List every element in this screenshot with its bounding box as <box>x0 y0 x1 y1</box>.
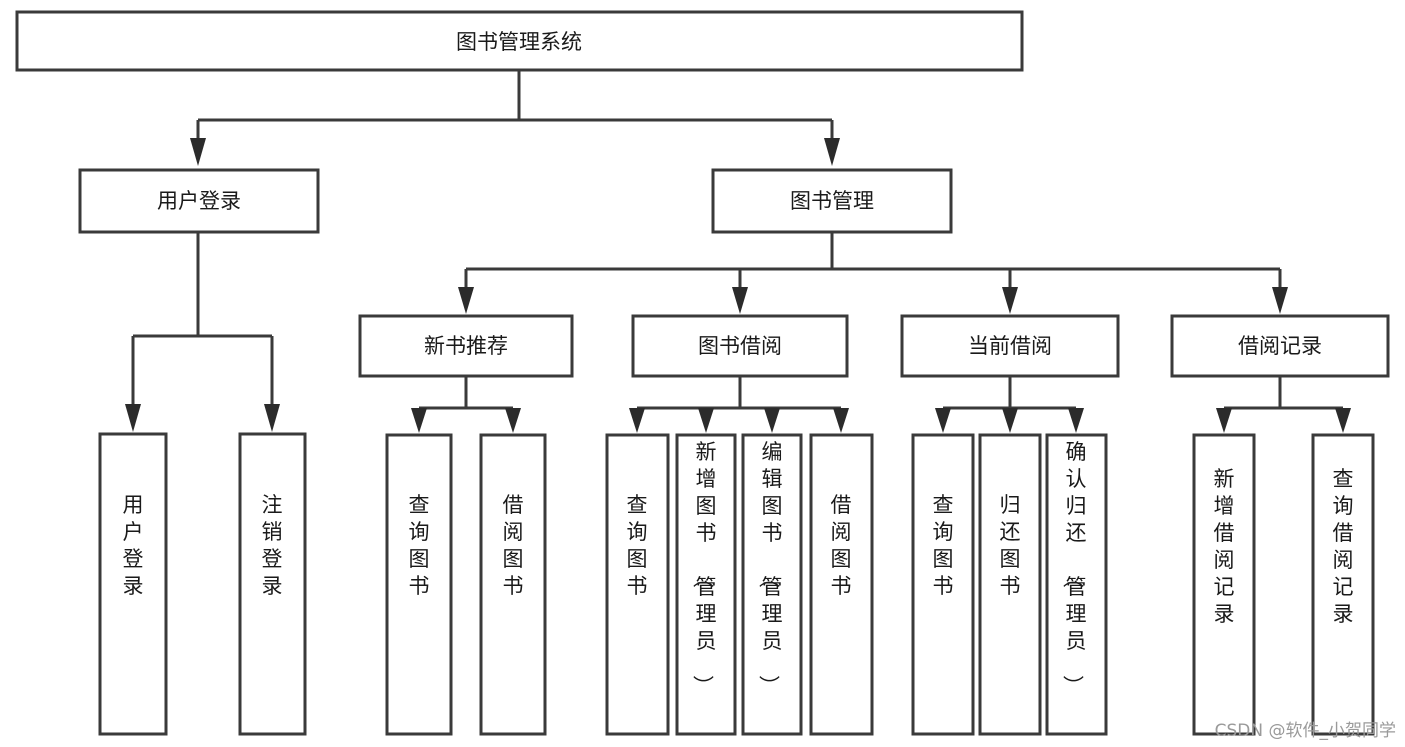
node-borrow-record-box[interactable] <box>1170 314 1390 378</box>
node-user-login-box[interactable] <box>78 168 320 234</box>
arrow-head-leaf-user-login <box>125 404 141 432</box>
leaf-edit-book-label: 编辑图书（管理员） <box>757 440 783 696</box>
leaf-borrow-book-1-label: 借阅图书 <box>503 493 524 598</box>
leaf-borrow-book-2-label: 借阅图书 <box>831 493 852 598</box>
leaf-confirm-return-box[interactable] <box>1045 433 1108 736</box>
node-book-borrow-box[interactable] <box>631 314 849 378</box>
node-book-manage-box[interactable] <box>711 168 953 234</box>
arrow-head-leaf-add-book <box>698 408 714 433</box>
node-new-book-recommend-box[interactable] <box>358 314 574 378</box>
arrow-head-current-borrow <box>1002 287 1018 314</box>
arrow-head-leaf-query-book-1 <box>411 408 427 433</box>
leaf-return-book-label: 归还图书 <box>1000 493 1021 598</box>
arrow-head-leaf-query-book-2 <box>629 408 645 433</box>
leaf-borrow-book-1-box[interactable] <box>479 433 547 736</box>
leaf-confirm-return[interactable]: 确认归还（管理员） <box>1045 433 1108 736</box>
leaf-borrow-book-2-box[interactable] <box>809 433 874 736</box>
node-current-borrow[interactable]: 当前借阅 <box>900 314 1120 378</box>
leaf-query-record[interactable]: 查询借阅记录 <box>1311 433 1375 736</box>
leaf-query-book-3-box[interactable] <box>911 433 975 736</box>
leaf-borrow-book-2[interactable]: 借阅图书 <box>809 433 874 736</box>
leaf-return-book-box[interactable] <box>978 433 1042 736</box>
leaf-user-login-label: 用户登录 <box>123 493 144 598</box>
leaf-add-book-box[interactable] <box>675 433 737 736</box>
arrow-head-leaf-edit-book <box>764 408 780 433</box>
node-user-login-label: 用户登录 <box>157 189 241 213</box>
node-current-borrow-label: 当前借阅 <box>968 334 1052 358</box>
leaf-confirm-return-label: 确认归还（管理员） <box>1061 440 1087 696</box>
leaf-query-book-1-box[interactable] <box>385 433 453 736</box>
leaf-edit-book-box[interactable] <box>741 433 803 736</box>
arrow-head-leaf-return-book <box>1002 408 1018 433</box>
arrow-head-leaf-add-record <box>1216 408 1232 433</box>
arrow-head-book-manage <box>824 138 840 166</box>
leaf-query-book-3[interactable]: 查询图书 <box>911 433 975 736</box>
leaf-query-book-2[interactable]: 查询图书 <box>605 433 670 736</box>
node-book-borrow[interactable]: 图书借阅 <box>631 314 849 378</box>
arrow-head-borrow-record <box>1272 287 1288 314</box>
node-borrow-record-label: 借阅记录 <box>1238 334 1322 358</box>
leaf-user-logout-label: 注销登录 <box>262 493 283 598</box>
leaf-query-record-label: 查询借阅记录 <box>1333 467 1354 626</box>
node-new-book-recommend-label: 新书推荐 <box>424 334 508 358</box>
leaf-query-book-2-label: 查询图书 <box>627 493 648 598</box>
arrow-head-leaf-user-logout <box>264 404 280 432</box>
leaf-user-logout-box[interactable] <box>238 432 307 736</box>
leaf-user-login-box[interactable] <box>98 432 168 736</box>
node-user-login[interactable]: 用户登录 <box>78 168 320 234</box>
node-root-box[interactable] <box>15 10 1024 72</box>
leaf-add-record-label: 新增借阅记录 <box>1214 467 1235 626</box>
arrow-head-leaf-borrow-book-1 <box>505 408 521 433</box>
node-current-borrow-box[interactable] <box>900 314 1120 378</box>
leaf-user-login[interactable]: 用户登录 <box>98 432 168 736</box>
node-new-book-recommend[interactable]: 新书推荐 <box>358 314 574 378</box>
leaf-query-book-1-label: 查询图书 <box>409 493 430 598</box>
arrow-head-leaf-query-record <box>1335 408 1351 433</box>
arrow-head-user-login <box>190 138 206 166</box>
node-root[interactable]: 图书管理系统 <box>15 10 1024 72</box>
arrow-head-leaf-borrow-book-2 <box>833 408 849 433</box>
node-borrow-record[interactable]: 借阅记录 <box>1170 314 1390 378</box>
leaf-add-record-box[interactable] <box>1192 433 1256 736</box>
arrow-head-new-book-recommend <box>458 287 474 314</box>
leaf-query-book-2-box[interactable] <box>605 433 670 736</box>
leaf-add-record[interactable]: 新增借阅记录 <box>1192 433 1256 736</box>
leaf-add-book[interactable]: 新增图书（管理员） <box>675 433 737 736</box>
leaf-query-book-3-label: 查询图书 <box>933 493 954 598</box>
csdn-watermark: CSDN @软件_小贺同学 <box>1215 721 1396 741</box>
arrow-head-leaf-confirm-return <box>1068 408 1084 433</box>
leaf-add-book-label: 新增图书（管理员） <box>691 440 717 696</box>
leaf-query-record-box[interactable] <box>1311 433 1375 736</box>
connector-layer <box>125 70 1351 433</box>
node-book-borrow-label: 图书借阅 <box>698 334 782 358</box>
node-book-manage-label: 图书管理 <box>790 189 874 213</box>
arrow-head-leaf-query-book-3 <box>935 408 951 433</box>
leaf-edit-book[interactable]: 编辑图书（管理员） <box>741 433 803 736</box>
node-root-label: 图书管理系统 <box>456 30 582 54</box>
leaf-borrow-book-1[interactable]: 借阅图书 <box>479 433 547 736</box>
arrow-head-book-borrow <box>732 287 748 314</box>
leaf-query-book-1[interactable]: 查询图书 <box>385 433 453 736</box>
node-book-manage[interactable]: 图书管理 <box>711 168 953 234</box>
leaf-user-logout[interactable]: 注销登录 <box>238 432 307 736</box>
leaf-return-book[interactable]: 归还图书 <box>978 433 1042 736</box>
